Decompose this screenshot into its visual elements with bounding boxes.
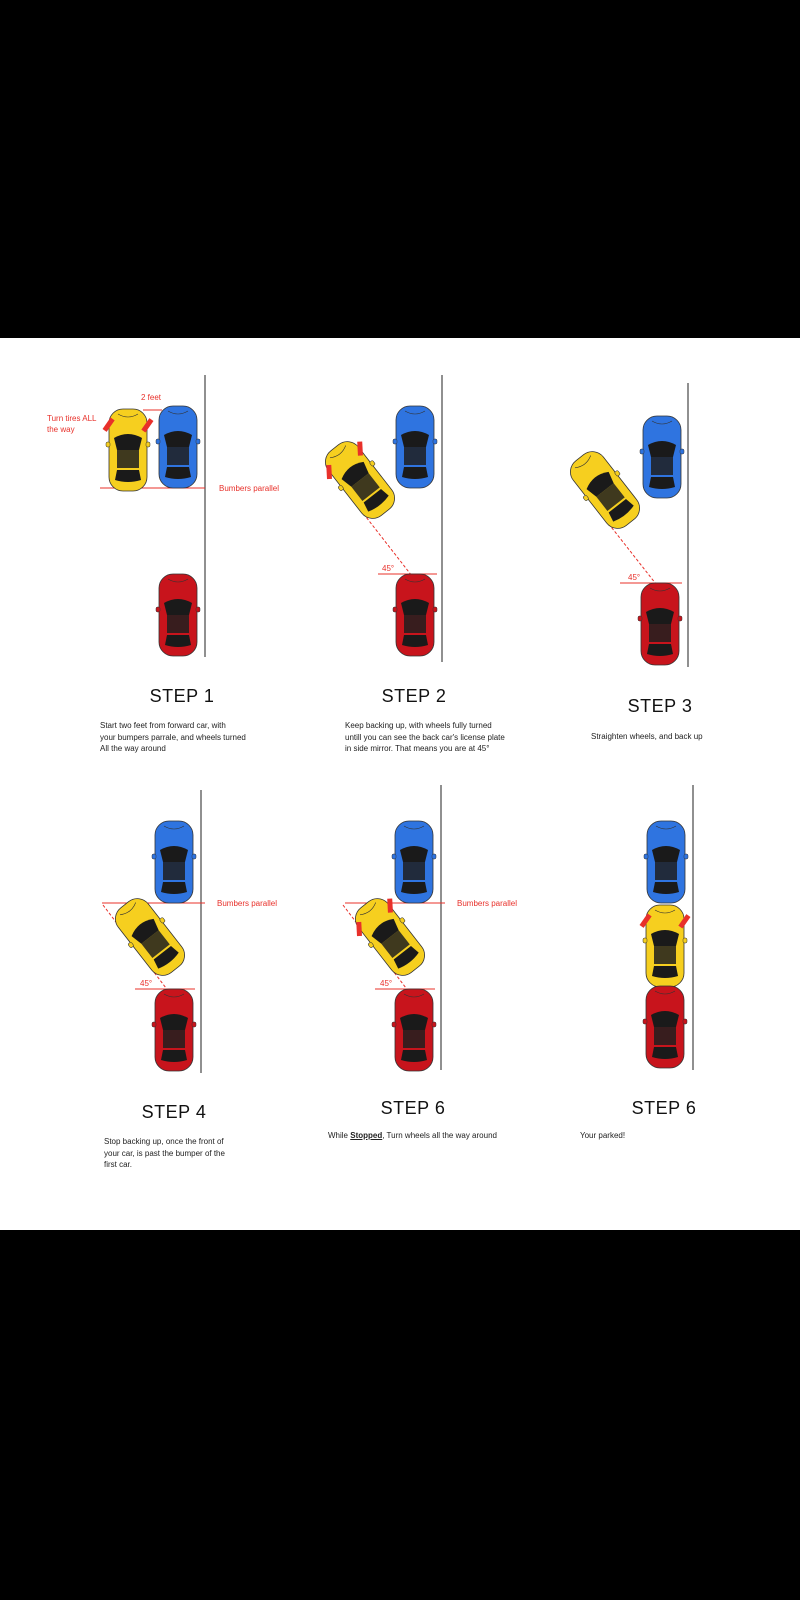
step-3-description: Straighten wheels, and back up: [591, 732, 703, 741]
yellow-car: [102, 408, 154, 492]
note-bumpers: Bumbers parallel: [219, 484, 280, 493]
turned-wheel-icon: [357, 441, 363, 456]
turned-wheel-icon: [326, 464, 332, 480]
step-5-description: While Stopped, Turn wheels all the way a…: [328, 1131, 497, 1140]
yellow-car: [570, 451, 640, 529]
red-car: [392, 573, 438, 657]
step-3-title: STEP 3: [627, 696, 693, 716]
step-2-title: STEP 2: [381, 686, 447, 706]
red-car: [637, 582, 683, 666]
turned-wheel-icon: [678, 914, 691, 929]
blue-car: [391, 820, 437, 904]
red-car: [391, 988, 437, 1072]
yellow-car: [639, 904, 691, 988]
turned-wheel-icon: [141, 418, 154, 433]
note-angle: 45°: [140, 979, 153, 988]
turned-wheel-icon: [387, 898, 393, 913]
blue-car: [151, 820, 197, 904]
step-6-description: Your parked!: [580, 1131, 626, 1140]
blue-car: [392, 405, 438, 489]
turned-wheel-icon: [639, 913, 652, 928]
yellow-car: [325, 441, 395, 519]
step-2-description: Keep backing up, with wheels fully turne…: [345, 721, 505, 753]
red-car: [155, 573, 201, 657]
note-angle: 45°: [628, 573, 641, 582]
note-bumpers: Bumbers parallel: [457, 899, 518, 908]
note-angle: 45°: [382, 564, 395, 573]
red-car: [151, 988, 197, 1072]
yellow-car: [115, 898, 185, 976]
step-1-title: STEP 1: [149, 686, 215, 706]
angle-guide: [344, 489, 413, 577]
step-4-title: STEP 4: [141, 1102, 207, 1122]
note-bumpers: Bumbers parallel: [217, 899, 278, 908]
note-angle: 45°: [380, 979, 393, 988]
blue-car: [643, 820, 689, 904]
turned-wheel-icon: [356, 921, 362, 937]
step-6-title: STEP 6: [631, 1098, 697, 1118]
note-gap: 2 feet: [141, 393, 162, 402]
step-5-title: STEP 6: [380, 1098, 446, 1118]
red-car: [642, 985, 688, 1069]
turned-wheel-icon: [102, 417, 115, 432]
blue-car: [155, 405, 201, 489]
blue-car: [639, 415, 685, 499]
yellow-car: [355, 898, 425, 976]
